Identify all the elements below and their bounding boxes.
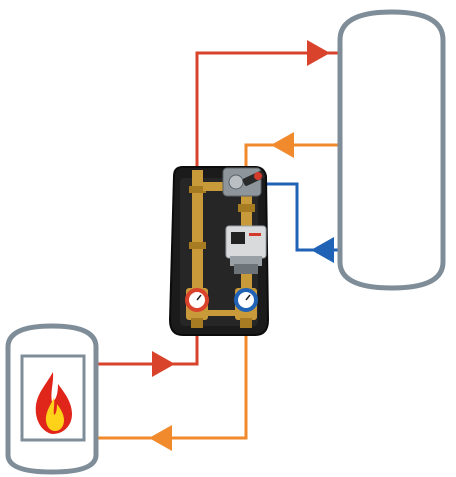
thermometer-blue bbox=[234, 288, 258, 320]
flame-icon bbox=[35, 372, 72, 434]
boiler bbox=[5, 323, 99, 475]
arrow-return-to-boiler bbox=[149, 425, 172, 451]
storage-tank bbox=[337, 9, 446, 291]
mixing-valve-actuator bbox=[222, 167, 265, 197]
circulation-pump bbox=[225, 225, 267, 274]
arrow-boiler-flow bbox=[152, 351, 175, 377]
pipe-tank-return-orange bbox=[244, 143, 340, 174]
arrow-tank-return-orange bbox=[271, 132, 294, 158]
pipe-return-to-boiler bbox=[96, 320, 248, 440]
thermometer-red bbox=[185, 288, 209, 320]
pipe-flow-to-tank bbox=[195, 51, 340, 174]
arrow-flow-to-tank bbox=[307, 40, 330, 66]
arrow-tank-return-blue bbox=[311, 237, 334, 263]
pump-station bbox=[168, 166, 270, 336]
